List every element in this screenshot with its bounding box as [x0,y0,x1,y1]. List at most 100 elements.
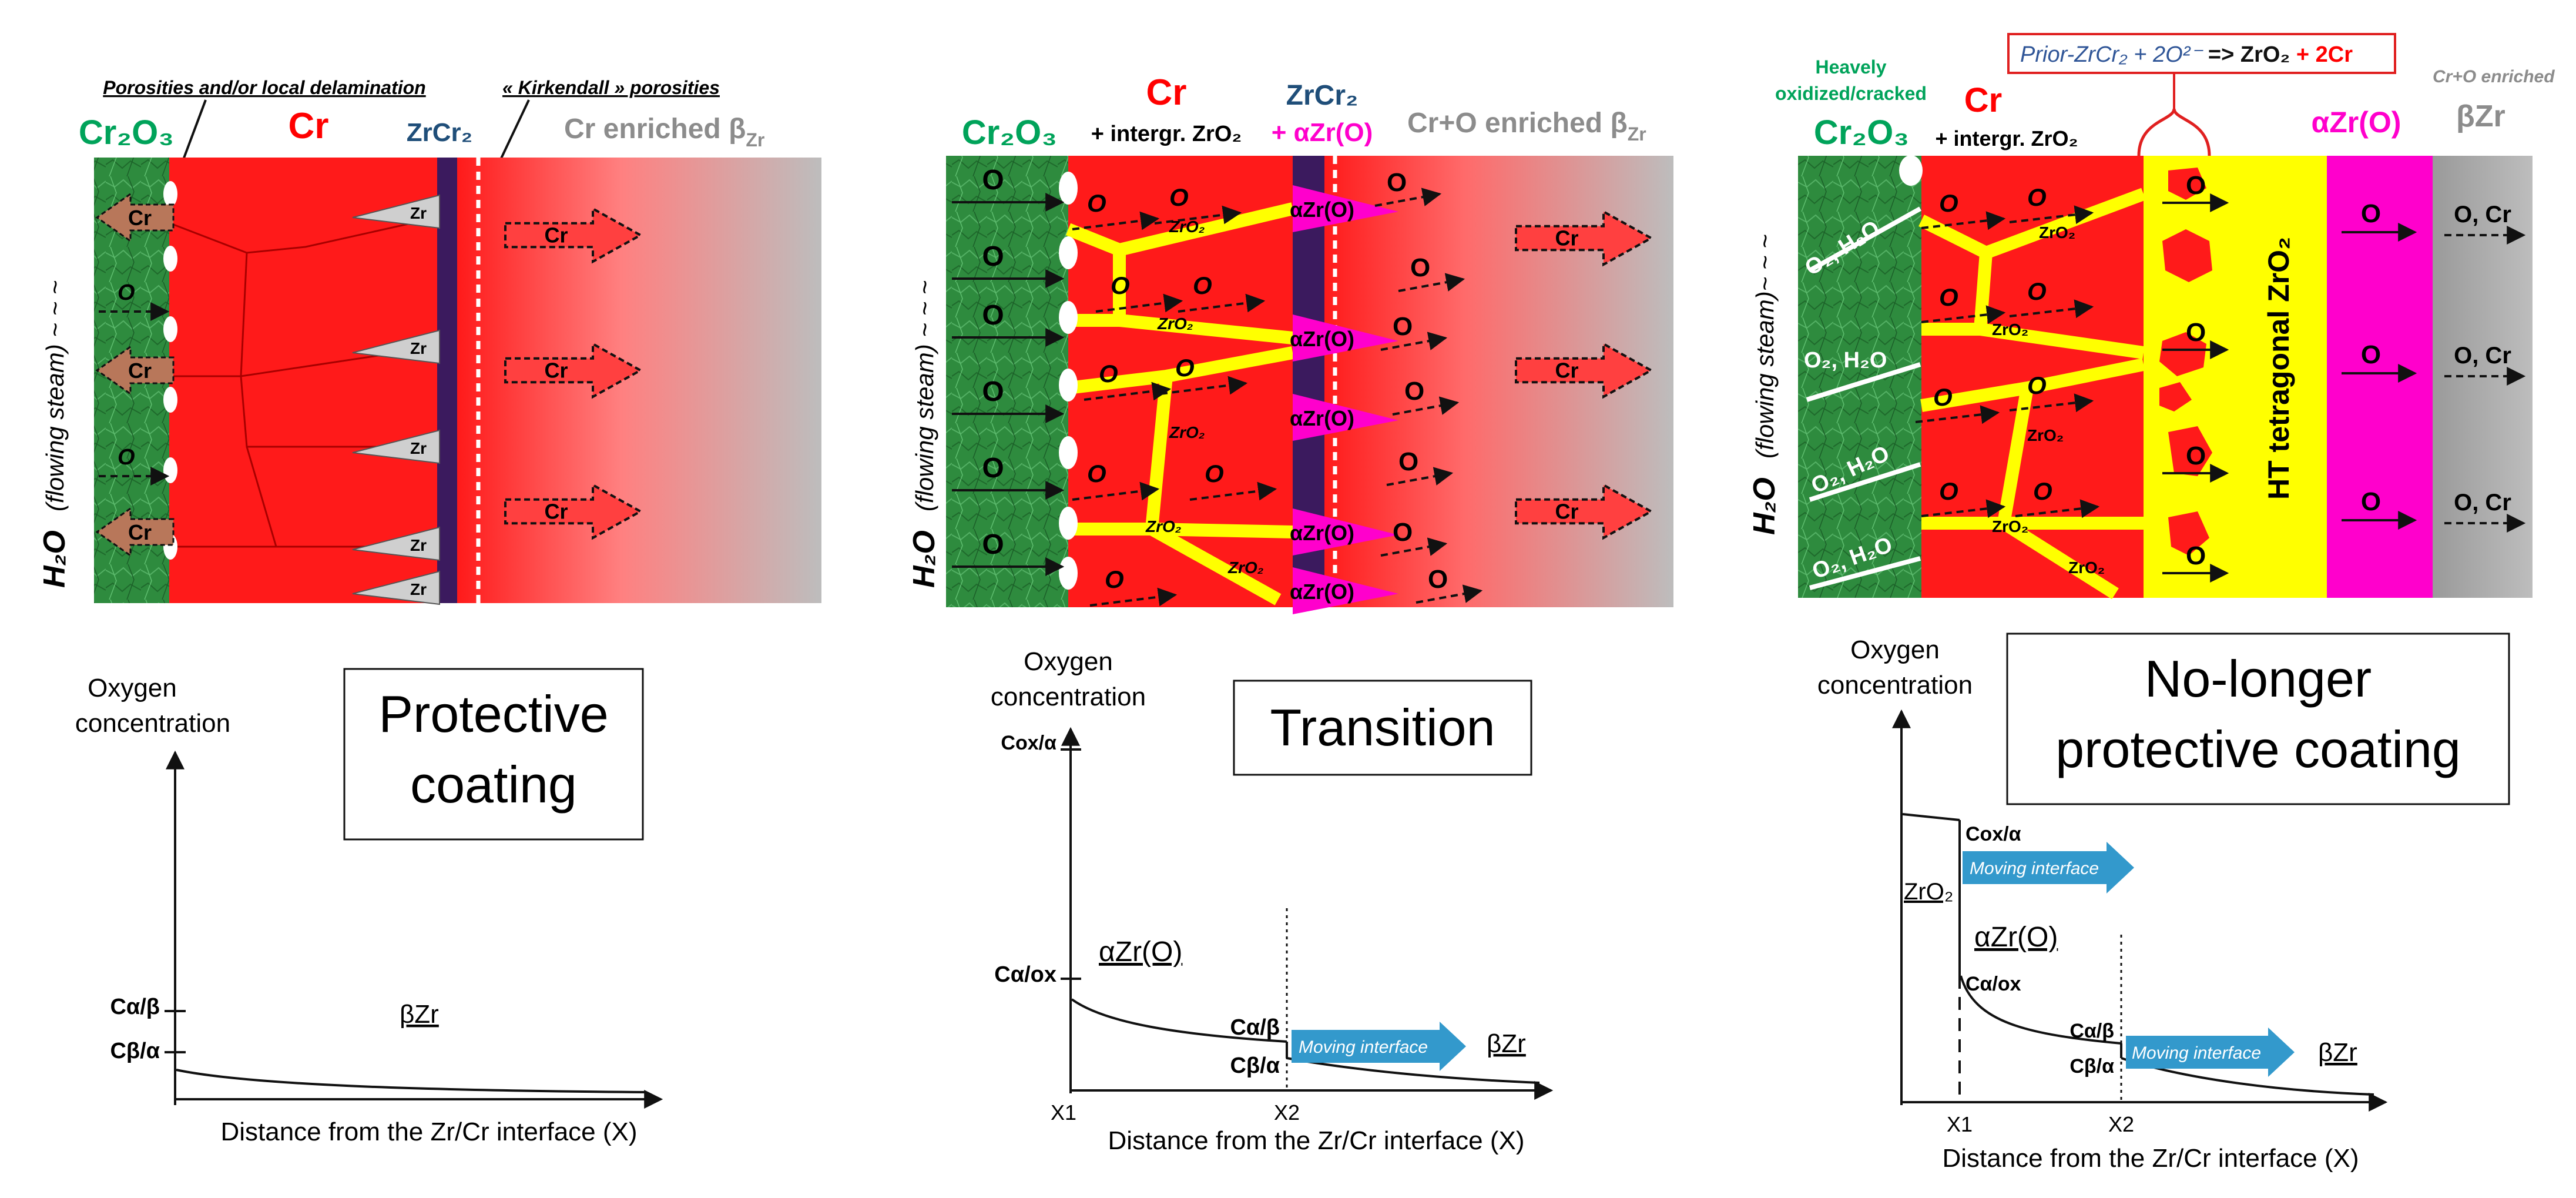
oxygen-flux-arrow [1084,382,1172,401]
p1-hdr-cr: Cr [289,106,329,146]
p1-oxygen-arrows: OO [99,280,170,486]
zr-spike [352,329,440,364]
cr-flux-arrow [504,206,643,264]
p1-zrcr2-layer [437,158,457,603]
p3-y-axis-l1: Oxygen [1850,635,1940,664]
p1-cr-layer [169,158,437,603]
p1-title-box [343,668,644,841]
cr-outward-arrow [95,507,175,557]
p3-phase-beta: βZr [2318,1038,2357,1067]
oxygen-label: O [2186,318,2206,347]
oxygen-label: O [118,445,135,470]
alpha-wedge [1293,314,1398,362]
oxygen-label: O [1404,377,1424,406]
p2-hdr-beta: Cr+O enriched βZr [1407,108,1646,145]
p2-zro2-network [1065,202,1294,605]
p1-y-axis-l1: Oxygen [88,674,177,702]
svg-text:Moving interface: Moving interface [1970,859,2099,878]
oxygen-label: O [1387,168,1407,197]
zro2-label: ZrO₂ [1169,217,1205,236]
oxygen-label: O [1393,312,1413,341]
oxygen-label: O [2027,372,2047,399]
zro2-label: ZrO₂ [1227,558,1263,577]
svg-text:Moving interface: Moving interface [2132,1043,2261,1063]
p3-hdr-heavy-l1: Heavely [1816,56,1887,78]
alpha-label: αZr(O) [1290,521,1354,545]
p1-side-steam: (flowing steam) ~ ~ ~ [41,280,69,511]
p3-x1: X1 [1947,1112,1973,1136]
oxygen-flux-arrow [1178,293,1266,313]
cr-flux-label: Cr [544,223,568,247]
p1-y-axis-l2: concentration [75,709,230,738]
p1-title-line2: coating [410,755,577,814]
cr-flux-label: Cr [1555,500,1578,524]
p3-zro2-profile [1902,813,1960,821]
p2-x1: X1 [1051,1100,1076,1125]
oxygen-flux-arrow [2009,205,2094,225]
zr-spike [352,526,440,561]
oxygen-label: O [982,453,1004,484]
oxygen-label: O [2186,171,2206,200]
p3-x-axis: Distance from the Zr/Cr interface (X) [1942,1144,2359,1173]
p2-hdr-alpha: + αZr(O) [1272,118,1373,147]
oxygen-flux-arrow [1189,481,1277,501]
oxygen-label: O [2361,199,2381,228]
p1-hdr-cr2o3: Cr₂O₃ [79,113,174,152]
callout-kirkendall: « Kirkendall » porosities [502,77,720,98]
zro2-label: ZrO₂ [1157,314,1193,333]
oxygen-label: O [2361,340,2381,369]
oxygen-flux-arrow [1089,587,1178,607]
alpha-label: αZr(O) [1290,327,1354,351]
zr-label: Zr [410,339,427,357]
cr-flux-arrow [1515,342,1654,399]
o-cr-label: O, Cr [2454,202,2511,227]
p3-tick-oxa: Cox/α [1965,823,2021,845]
p2-x-axis: Distance from the Zr/Cr interface (X) [1108,1126,1524,1155]
p3-prior-box [2007,33,2396,74]
p3-hdr-heavy-l2: oxidized/cracked [1775,83,1927,104]
oxygen-flux-arrow [2009,299,2094,319]
oxygen-label: O [982,241,1004,272]
oxygen-flux-arrow [1072,481,1160,501]
oxygen-label: O [1398,447,1418,476]
cr-outward-label: Cr [128,359,152,383]
p3-tick-ba: Cβ/α [2069,1055,2114,1077]
oxygen-label: O [2027,183,2047,211]
p2-side-steam: (flowing steam) ~ ~ ~ [911,280,938,511]
cr-flux-label: Cr [1555,226,1578,250]
oxygen-label: O [1087,189,1106,217]
oxygen-label: O [1111,272,1130,299]
p3-hdr-beta: βZr [2456,99,2505,133]
cr-flux-arrow [1515,209,1654,267]
oxygen-label: O [1393,518,1413,547]
oxygen-label: O [2033,477,2052,505]
zr-spike [352,429,440,464]
oxygen-label: O [1105,565,1124,593]
p3-tick-ab: Cα/β [2069,1020,2114,1042]
p2-alpha-profile [1071,998,1287,1043]
zro2-label: ZrO₂ [1145,517,1181,536]
p2-tick-ab: Cα/β [1230,1015,1280,1040]
p3-hdr-cro-enriched: Cr+O enriched [2433,67,2555,86]
oxygen-label: O [1428,565,1448,594]
oxygen-label: O [1099,360,1118,387]
p3-alpha-profile [1960,975,2122,1045]
oxygen-label: O [982,300,1004,331]
oxygen-label: O [1410,253,1430,282]
p2-hdr-cr2o3: Cr₂O₃ [962,113,1057,152]
oxygen-flux-arrow [1921,499,2006,518]
cr-outward-arrow [95,345,175,396]
oxygen-flux-arrow [2015,499,2100,518]
oxygen-flux-arrow [1915,405,2000,424]
panel-protective: Porosities and/or local delamination « K… [38,77,821,1146]
p2-title: Transition [1270,698,1495,757]
p3-title-line1: No-longer [2145,650,2372,708]
p3-side-steam: (flowing steam)~ ~ ~ [1751,234,1779,459]
alpha-wedge [1293,567,1398,614]
